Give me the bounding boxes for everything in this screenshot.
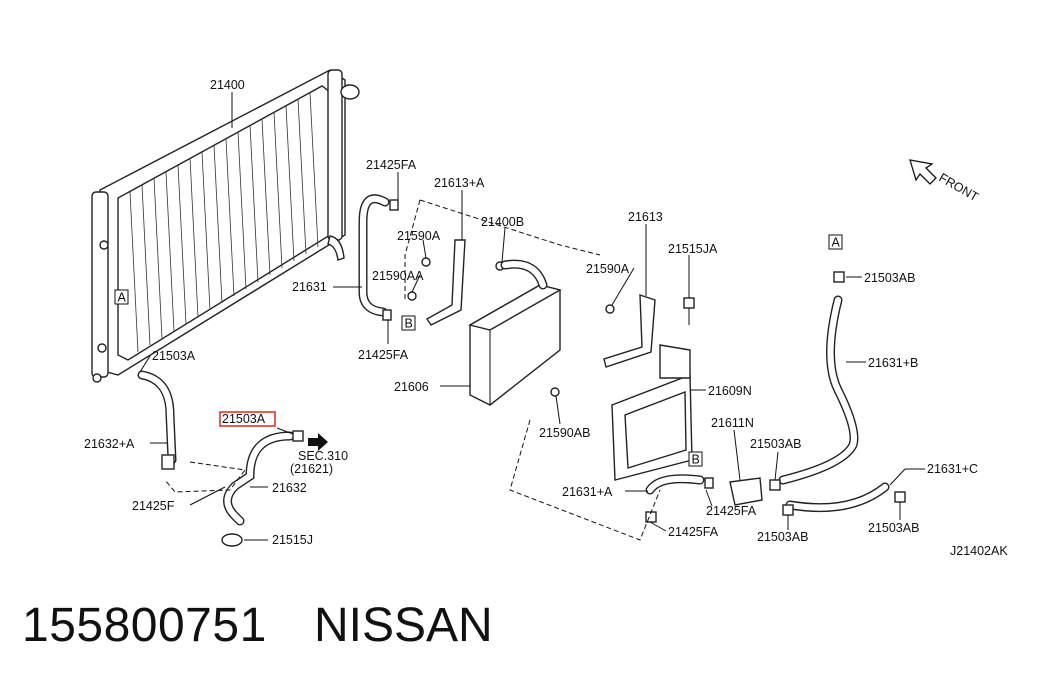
hose-21631c <box>769 479 906 516</box>
hose-21632a <box>137 370 177 470</box>
svg-text:B: B <box>692 453 700 467</box>
front-arrow-icon <box>909 159 937 185</box>
label-21400b: 21400B <box>481 215 524 229</box>
svg-text:A: A <box>832 236 841 250</box>
label-21425fa-top: 21425FA <box>366 158 417 172</box>
label-21503ab-mid: 21503AB <box>750 437 801 451</box>
label-21503ab-right: 21503AB <box>868 521 919 535</box>
brand-caption: NISSAN <box>314 599 493 652</box>
label-front: FRONT <box>937 170 982 204</box>
label-21425f: 21425F <box>132 499 175 513</box>
ref-mark-b-mid: B <box>401 315 416 331</box>
valve-21611n <box>729 477 763 506</box>
label-sec310: SEC.310 <box>298 449 348 463</box>
label-21590a-left: 21590A <box>397 229 441 243</box>
label-21503ab-top: 21503AB <box>864 271 915 285</box>
label-21632: 21632 <box>272 481 307 495</box>
label-sec310-sub: (21621) <box>290 462 333 476</box>
bracket-21613 <box>603 294 656 368</box>
svg-text:B: B <box>405 317 413 331</box>
label-21613a: 21613+A <box>434 176 485 190</box>
label-21631a: 21631+A <box>562 485 613 499</box>
highlight-box <box>219 411 276 427</box>
label-21631: 21631 <box>292 280 327 294</box>
hose-21632 <box>221 430 304 547</box>
sec310-arrow-icon <box>308 433 328 451</box>
label-21631c: 21631+C <box>927 462 978 476</box>
dashed-guides <box>164 199 661 541</box>
part-number-caption: 155800751 <box>22 599 267 652</box>
label-21503a: 21503A <box>152 349 196 363</box>
label-21590ab: 21590AB <box>539 426 590 440</box>
label-21590aa: 21590AA <box>372 269 424 283</box>
label-21609n: 21609N <box>708 384 752 398</box>
label-21515j: 21515J <box>272 533 313 547</box>
label-21613: 21613 <box>628 210 663 224</box>
label-21606: 21606 <box>394 380 429 394</box>
ref-mark-b-low: B <box>688 451 703 467</box>
label-21425fa-mid: 21425FA <box>358 348 409 362</box>
label-21400: 21400 <box>210 78 245 92</box>
label-21632a: 21632+A <box>84 437 135 451</box>
label-21503ab-low: 21503AB <box>757 530 808 544</box>
bolt-21515ja <box>683 297 695 325</box>
ref-mark-a-right: A <box>828 234 843 250</box>
label-21631b: 21631+B <box>868 356 918 370</box>
hose-21631 <box>358 194 399 321</box>
oil-cooler-21606 <box>468 259 562 406</box>
label-21590a-right: 21590A <box>586 262 630 276</box>
leader-lines <box>139 92 925 541</box>
shroud-21609n <box>611 344 693 481</box>
label-21611n: 21611N <box>711 416 754 430</box>
label-21425fa-bottom: 21425FA <box>668 525 719 539</box>
label-21503a-highlight: 21503A <box>222 412 266 426</box>
label-21425fa-low: 21425FA <box>706 504 757 518</box>
ref-mark-a-left: A <box>114 289 129 305</box>
hose-21631b <box>778 271 859 485</box>
hose-21631a <box>645 474 714 523</box>
part-labels: 21400 21425FA 21613+A 21400B 21613 21590… <box>84 78 1008 558</box>
drawing-code: J21402AK <box>950 544 1008 558</box>
label-21515ja: 21515JA <box>668 242 718 256</box>
radiator <box>91 69 360 383</box>
svg-text:A: A <box>118 291 127 305</box>
